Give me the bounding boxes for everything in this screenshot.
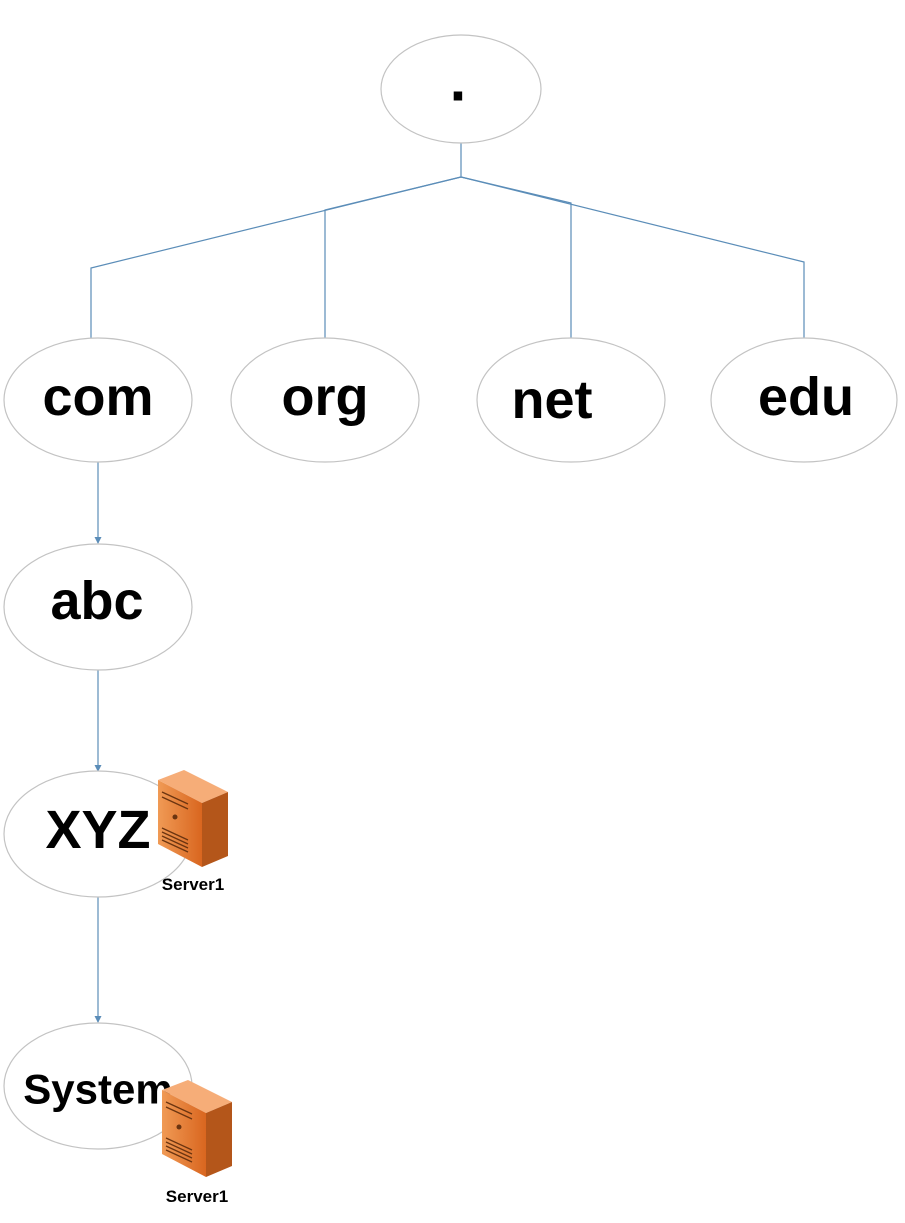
node-net-label: net (512, 370, 593, 430)
server-label-xyz: Server1 (162, 875, 224, 894)
node-root-label: . (450, 47, 467, 114)
node-system-label: System (23, 1066, 172, 1113)
node-org-label: org (282, 367, 369, 427)
root-connectors (90, 143, 805, 338)
connector-net (460, 176, 572, 338)
node-edu-label: edu (758, 367, 854, 427)
node-xyz-label: XYZ (45, 800, 150, 860)
server-label-system: Server1 (166, 1187, 228, 1206)
connector-edu (460, 176, 805, 338)
node-abc: abc (3, 543, 193, 671)
node-org: org (230, 337, 420, 463)
node-xyz: XYZ (3, 770, 193, 898)
node-root: . (380, 34, 542, 144)
connector-org (324, 176, 462, 338)
node-com: com (3, 337, 193, 463)
node-abc-label: abc (50, 571, 143, 631)
node-edu: edu (710, 337, 898, 463)
connector-com (90, 176, 462, 338)
server-icon (158, 770, 228, 867)
server-icon (162, 1080, 232, 1177)
node-com-label: com (42, 367, 153, 427)
node-system: System (3, 1022, 193, 1150)
node-net: net (476, 337, 666, 463)
